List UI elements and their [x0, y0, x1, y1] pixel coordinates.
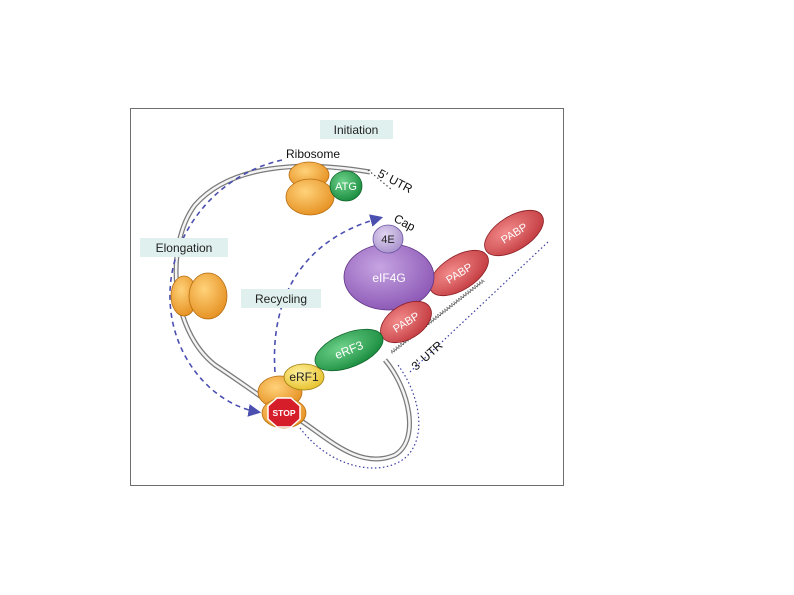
- atg-codon: ATG: [329, 170, 363, 202]
- utr3-dotted-line: [299, 241, 549, 469]
- erf1-text: eRF1: [289, 370, 319, 384]
- ribosome-label: Ribosome: [286, 147, 340, 161]
- initiation-label: Initiation: [320, 120, 393, 139]
- stop-codon: STOP: [267, 397, 301, 428]
- eif4g-factor: eIF4G: [343, 243, 435, 311]
- pabp-1: PABP: [380, 300, 432, 344]
- pabp-3: PABP: [484, 209, 544, 257]
- recycling-text: Recycling: [255, 292, 307, 306]
- elongation-label: Elongation: [140, 238, 228, 257]
- elongation-text: Elongation: [156, 241, 213, 255]
- utr5-dotted-line: [367, 169, 393, 191]
- pabp-2: PABP: [429, 249, 489, 297]
- atg-text: ATG: [335, 181, 357, 193]
- utr5-label: 5' UTR: [376, 166, 416, 196]
- erf1-factor: eRF1: [283, 363, 325, 391]
- eif4e-factor: 4E: [372, 224, 404, 254]
- ribosome-elongation: [170, 272, 228, 320]
- eif4e-text: 4E: [381, 234, 394, 246]
- recycling-arrow: [273, 214, 384, 373]
- ribosome-initiation: [285, 161, 335, 216]
- stop-text: STOP: [273, 408, 296, 418]
- elongation-arrow: [169, 159, 283, 417]
- eif4g-text: eIF4G: [372, 271, 405, 285]
- utr3-label: 3' UTR: [409, 338, 446, 373]
- initiation-text: Initiation: [334, 123, 379, 137]
- recycling-label: Recycling: [241, 289, 321, 308]
- mrna-strand: [173, 163, 412, 462]
- erf3-factor: eRF3: [314, 328, 384, 372]
